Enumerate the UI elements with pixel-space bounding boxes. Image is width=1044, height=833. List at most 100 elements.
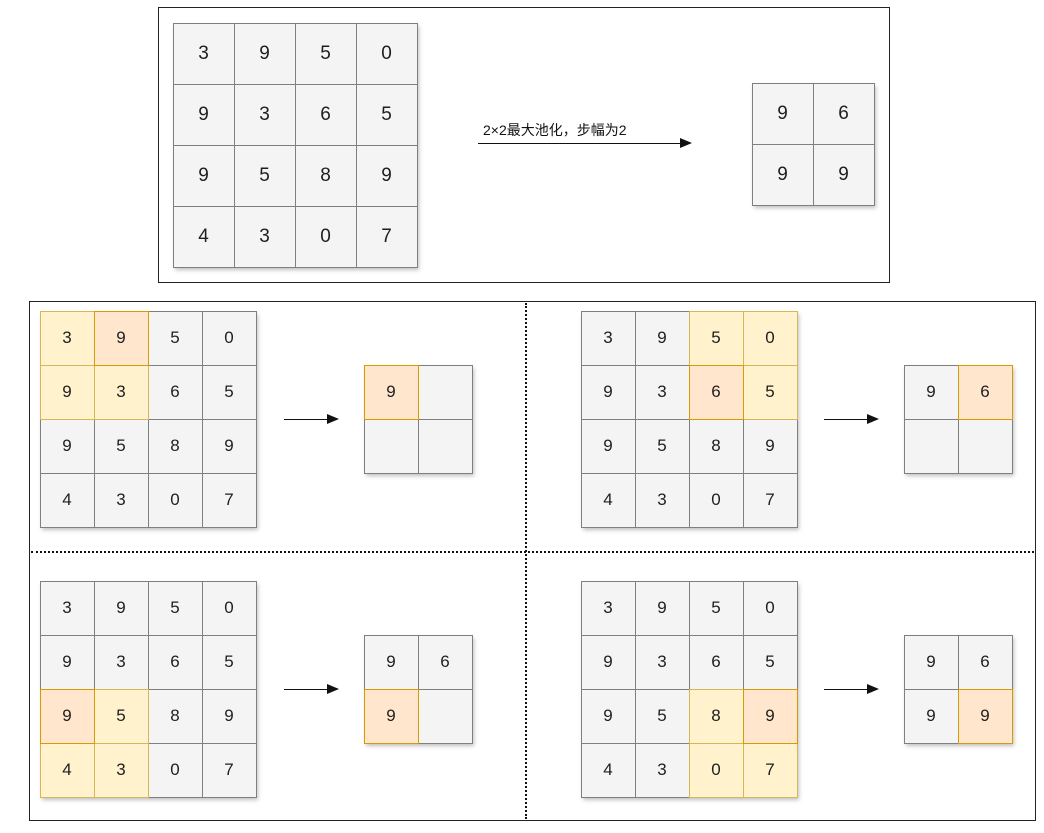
matrix-cell: 0 xyxy=(355,22,418,85)
matrix-cell: 4 xyxy=(39,472,95,528)
step-output-matrix: 9 xyxy=(363,364,473,474)
matrix-cell: 5 xyxy=(355,83,418,146)
matrix-cell: 9 xyxy=(201,418,257,474)
matrix-cell: 7 xyxy=(201,472,257,528)
matrix-cell: 0 xyxy=(147,742,203,798)
matrix-cell: 6 xyxy=(957,364,1013,420)
matrix-cell: 5 xyxy=(201,634,257,690)
matrix-cell: 9 xyxy=(233,22,296,85)
matrix-cell: 4 xyxy=(39,742,95,798)
matrix-cell: 3 xyxy=(580,580,636,636)
matrix-cell: 6 xyxy=(812,82,875,145)
matrix-cell: 3 xyxy=(93,364,149,420)
matrix-cell: 9 xyxy=(634,310,690,366)
matrix-cell: 6 xyxy=(294,83,357,146)
matrix-cell: 5 xyxy=(201,364,257,420)
matrix-cell: 6 xyxy=(417,634,473,690)
matrix-cell: 5 xyxy=(688,580,744,636)
matrix-cell: 5 xyxy=(742,364,798,420)
matrix-cell: 5 xyxy=(634,418,690,474)
matrix-cell: 4 xyxy=(580,472,636,528)
matrix-cell: 8 xyxy=(147,418,203,474)
matrix-cell: 9 xyxy=(742,688,798,744)
matrix-cell: 8 xyxy=(688,418,744,474)
matrix-cell: 9 xyxy=(355,144,418,207)
matrix-cell: 5 xyxy=(742,634,798,690)
matrix-cell: 0 xyxy=(201,580,257,636)
matrix-cell: 7 xyxy=(201,742,257,798)
matrix-cell: 6 xyxy=(147,634,203,690)
matrix-cell: 9 xyxy=(903,688,959,744)
operation-arrow xyxy=(478,137,692,148)
matrix-cell: 9 xyxy=(363,688,419,744)
step-arrow xyxy=(824,683,879,694)
matrix-cell: 3 xyxy=(634,364,690,420)
matrix-cell: 9 xyxy=(93,580,149,636)
matrix-cell: 5 xyxy=(93,418,149,474)
matrix-cell: 9 xyxy=(363,634,419,690)
matrix-cell: 7 xyxy=(742,742,798,798)
matrix-cell: 0 xyxy=(294,205,357,268)
matrix-cell: 9 xyxy=(751,143,814,206)
matrix-cell: 5 xyxy=(688,310,744,366)
matrix-cell: 3 xyxy=(93,472,149,528)
matrix-cell: 9 xyxy=(580,418,636,474)
matrix-cell: 3 xyxy=(580,310,636,366)
matrix-cell: 3 xyxy=(634,742,690,798)
matrix-cell: 9 xyxy=(580,634,636,690)
matrix-cell: 7 xyxy=(355,205,418,268)
matrix-cell: 8 xyxy=(147,688,203,744)
matrix-cell: 5 xyxy=(634,688,690,744)
operation-label: 2×2最大池化，步幅为2 xyxy=(483,122,627,138)
matrix-cell: 0 xyxy=(688,742,744,798)
matrix-cell xyxy=(417,418,473,474)
step-arrow xyxy=(824,413,879,424)
matrix-cell: 9 xyxy=(580,364,636,420)
matrix-cell: 9 xyxy=(93,310,149,366)
matrix-cell: 9 xyxy=(172,144,235,207)
horizontal-divider xyxy=(31,551,1034,553)
matrix-cell: 9 xyxy=(39,688,95,744)
matrix-cell xyxy=(417,364,473,420)
step-arrow xyxy=(284,413,339,424)
matrix-cell: 0 xyxy=(742,580,798,636)
matrix-cell xyxy=(417,688,473,744)
matrix-cell: 3 xyxy=(634,634,690,690)
matrix-cell: 4 xyxy=(580,742,636,798)
matrix-cell: 9 xyxy=(201,688,257,744)
matrix-cell: 3 xyxy=(39,580,95,636)
matrix-cell: 6 xyxy=(688,634,744,690)
matrix-cell: 8 xyxy=(294,144,357,207)
matrix-cell: 9 xyxy=(634,580,690,636)
matrix-cell xyxy=(903,418,959,474)
matrix-cell: 9 xyxy=(742,418,798,474)
matrix-cell: 9 xyxy=(751,82,814,145)
matrix-cell: 9 xyxy=(39,634,95,690)
matrix-cell: 0 xyxy=(742,310,798,366)
matrix-cell: 9 xyxy=(903,634,959,690)
matrix-cell: 4 xyxy=(172,205,235,268)
matrix-cell: 9 xyxy=(172,83,235,146)
matrix-cell: 6 xyxy=(147,364,203,420)
matrix-cell: 3 xyxy=(233,205,296,268)
matrix-cell: 5 xyxy=(294,22,357,85)
matrix-cell: 5 xyxy=(147,310,203,366)
matrix-cell: 9 xyxy=(903,364,959,420)
matrix-cell: 9 xyxy=(580,688,636,744)
matrix-cell: 3 xyxy=(93,634,149,690)
matrix-cell: 3 xyxy=(634,472,690,528)
matrix-cell: 6 xyxy=(688,364,744,420)
matrix-cell xyxy=(363,418,419,474)
matrix-cell xyxy=(957,418,1013,474)
step-arrow xyxy=(284,683,339,694)
matrix-cell: 0 xyxy=(201,310,257,366)
